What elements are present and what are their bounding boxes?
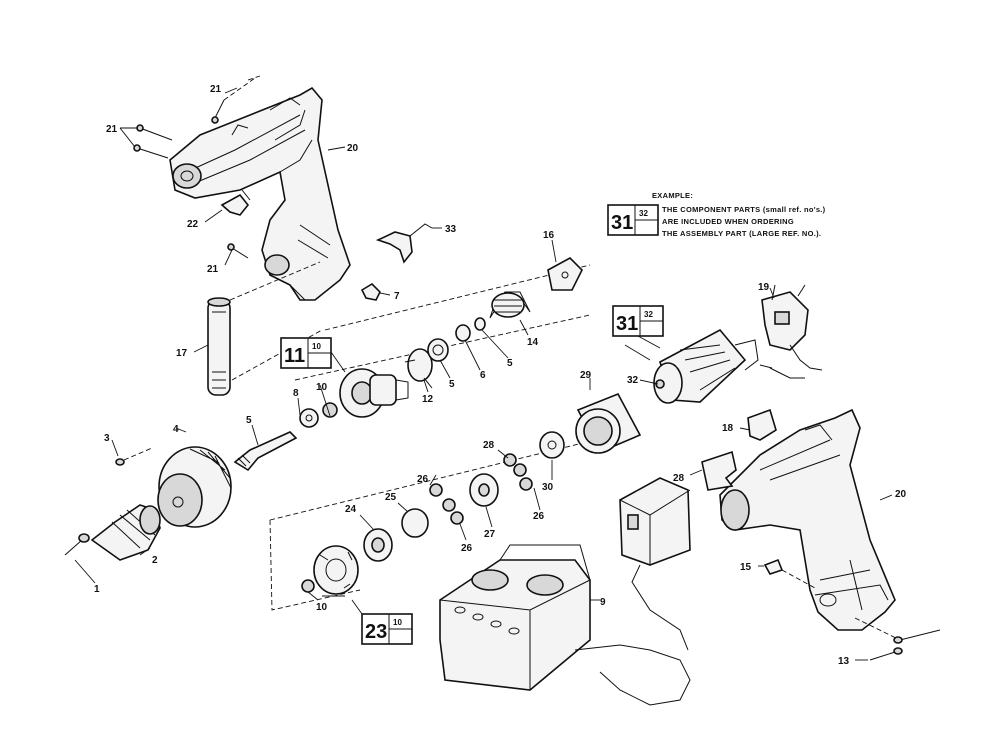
callout-4: 4 <box>173 424 179 435</box>
example-heading: EXAMPLE: <box>652 191 693 200</box>
washer-30 <box>539 431 565 459</box>
callout-20: 20 <box>895 489 907 500</box>
svg-text:10: 10 <box>312 342 321 351</box>
washer-25 <box>401 508 429 538</box>
spindle-5 <box>233 431 298 472</box>
callout-22: 22 <box>187 219 199 230</box>
callout-28: 28 <box>483 440 495 451</box>
callout-18: 18 <box>722 423 734 434</box>
example-box-big: 31 <box>611 212 633 234</box>
callout-26: 26 <box>533 511 545 522</box>
callout-3: 3 <box>104 433 110 444</box>
assembly-box-31: 31 32 <box>612 305 664 361</box>
callout-5: 5 <box>449 379 455 390</box>
screws-13 <box>854 617 941 661</box>
screw-1 <box>64 533 90 556</box>
planet-gears-26 <box>429 483 464 525</box>
callout-8: 8 <box>293 388 299 399</box>
callout-21: 21 <box>207 264 219 275</box>
callout-7: 7 <box>394 291 400 302</box>
housing-half-upper <box>169 86 351 301</box>
callout-5: 5 <box>507 358 513 369</box>
callout-28: 28 <box>673 473 685 484</box>
example-box-small: 32 <box>639 209 648 218</box>
example-line-2: ARE INCLUDED WHEN ORDERING <box>662 217 794 226</box>
svg-text:23: 23 <box>365 621 387 643</box>
example-line-3: THE ASSEMBLY PART (LARGE REF. NO.). <box>662 229 821 238</box>
callout-33: 33 <box>445 224 457 235</box>
callout-29: 29 <box>580 370 592 381</box>
screw-21-pair <box>133 124 173 159</box>
spring-clip-33 <box>375 223 433 264</box>
callout-30: 30 <box>542 482 554 493</box>
lever-22 <box>220 189 251 216</box>
screw-3 <box>115 447 153 466</box>
gear-assembly-11 <box>339 368 409 418</box>
callout-1: 1 <box>94 584 100 595</box>
clip-7 <box>360 282 381 301</box>
motor-31 <box>653 328 759 404</box>
screw-21-top <box>211 99 225 124</box>
callout-12: 12 <box>422 394 434 405</box>
svg-text:32: 32 <box>644 310 653 319</box>
leader-lines <box>74 87 893 661</box>
callout-17: 17 <box>176 348 188 359</box>
chuck-2 <box>90 504 161 561</box>
callout-15: 15 <box>740 562 752 573</box>
transformer <box>619 477 691 651</box>
callout-16: 16 <box>543 230 555 241</box>
collar-4 <box>157 446 232 528</box>
callout-6: 6 <box>480 370 486 381</box>
charger-base-9 <box>439 544 691 706</box>
callout-2: 2 <box>152 555 158 566</box>
ring-gear-23 <box>313 545 359 595</box>
callout-10: 10 <box>316 602 328 613</box>
shaft-17 <box>207 297 231 396</box>
assembly-box-23: 23 10 <box>322 595 413 645</box>
callout-10: 10 <box>316 382 328 393</box>
carrier-24 <box>363 528 393 562</box>
callout-25: 25 <box>385 492 397 503</box>
ring-gear-29 <box>575 392 642 454</box>
callout-9: 9 <box>600 597 606 608</box>
callout-14: 14 <box>527 337 539 348</box>
callout-32: 32 <box>627 375 639 386</box>
callout-21: 21 <box>106 124 118 135</box>
housing-half-lower <box>719 408 896 631</box>
planet-gears-28 <box>503 453 533 491</box>
bracket-28 <box>701 450 737 491</box>
assembly-box-11: 11 10 <box>280 337 346 373</box>
svg-text:10: 10 <box>393 618 402 627</box>
ring-5b <box>474 317 486 331</box>
ring-5a <box>427 338 449 362</box>
clip-15 <box>763 558 816 589</box>
carrier-27 <box>469 473 499 507</box>
brush-holder-19 <box>759 284 823 379</box>
switch-18 <box>747 408 777 441</box>
svg-text:11: 11 <box>284 345 305 367</box>
callout-21: 21 <box>210 84 222 95</box>
callout-5: 5 <box>246 415 252 426</box>
plate-16 <box>547 257 583 291</box>
callout-26: 26 <box>461 543 473 554</box>
callout-20: 20 <box>347 143 359 154</box>
washer-6 <box>455 324 471 342</box>
callout-24: 24 <box>345 504 357 515</box>
callout-19: 19 <box>758 282 770 293</box>
screw-21-lower <box>227 243 249 259</box>
spring-14 <box>489 291 531 319</box>
plate-12 <box>404 348 433 389</box>
example-note: EXAMPLE: 31 32 THE COMPONENT PARTS (smal… <box>607 191 826 238</box>
callout-13: 13 <box>838 656 850 667</box>
washer-8 <box>299 408 319 428</box>
example-line-1: THE COMPONENT PARTS (small ref. no's.) <box>662 205 826 214</box>
callout-27: 27 <box>484 529 496 540</box>
svg-text:31: 31 <box>616 313 638 335</box>
washer-10b <box>301 579 315 593</box>
callout-26: 26 <box>417 474 429 485</box>
